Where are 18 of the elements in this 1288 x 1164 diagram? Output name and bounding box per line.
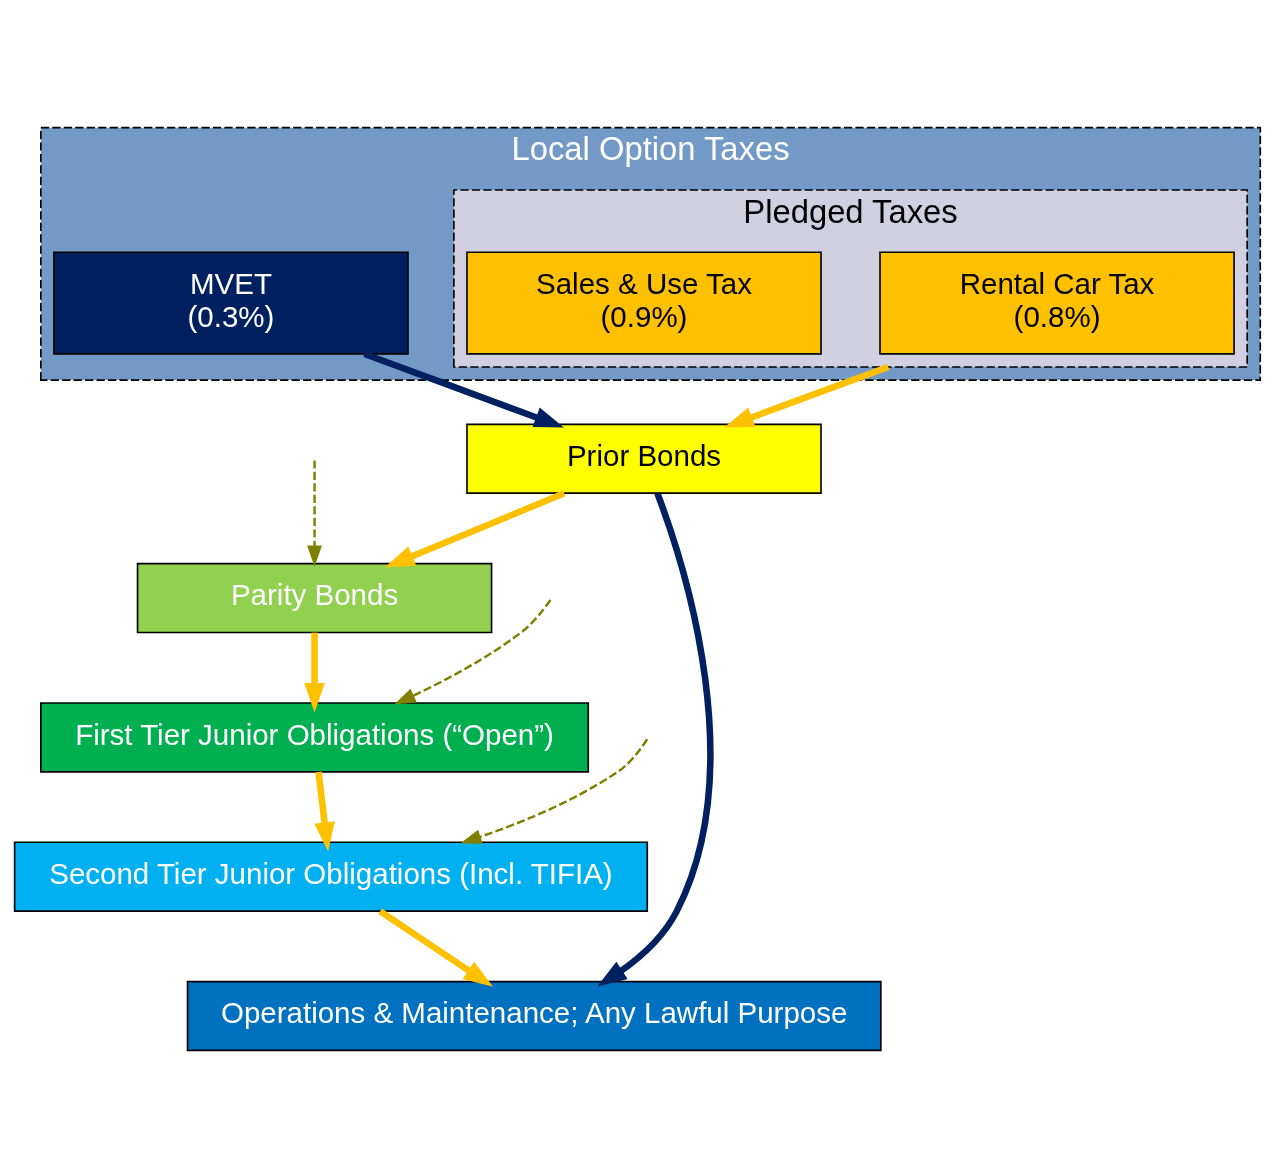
arrow <box>385 489 566 567</box>
node-box: First Tier Junior Obligations (“Open”) <box>40 701 590 773</box>
arrow <box>307 460 323 567</box>
node-box: Operations & Maintenance; Any Lawful Purpose <box>186 980 882 1051</box>
node-box: Sales & Use Tax (0.9%) <box>466 250 822 355</box>
node-box: MVET (0.3%) <box>53 250 409 355</box>
node-box: Second Tier Junior Obligations (Incl. TIFIA) <box>13 840 649 912</box>
node-box: Parity Bonds <box>136 562 493 633</box>
arrow <box>363 350 564 428</box>
arrow <box>304 632 325 713</box>
node-box: Rental Car Tax (0.8%) <box>879 250 1235 355</box>
arrow <box>460 738 649 844</box>
node-box: Prior Bonds <box>466 423 822 494</box>
arrow <box>314 771 335 852</box>
arrow <box>394 598 552 704</box>
arrow <box>724 363 890 428</box>
arrow <box>597 491 714 987</box>
arrow <box>378 908 493 987</box>
